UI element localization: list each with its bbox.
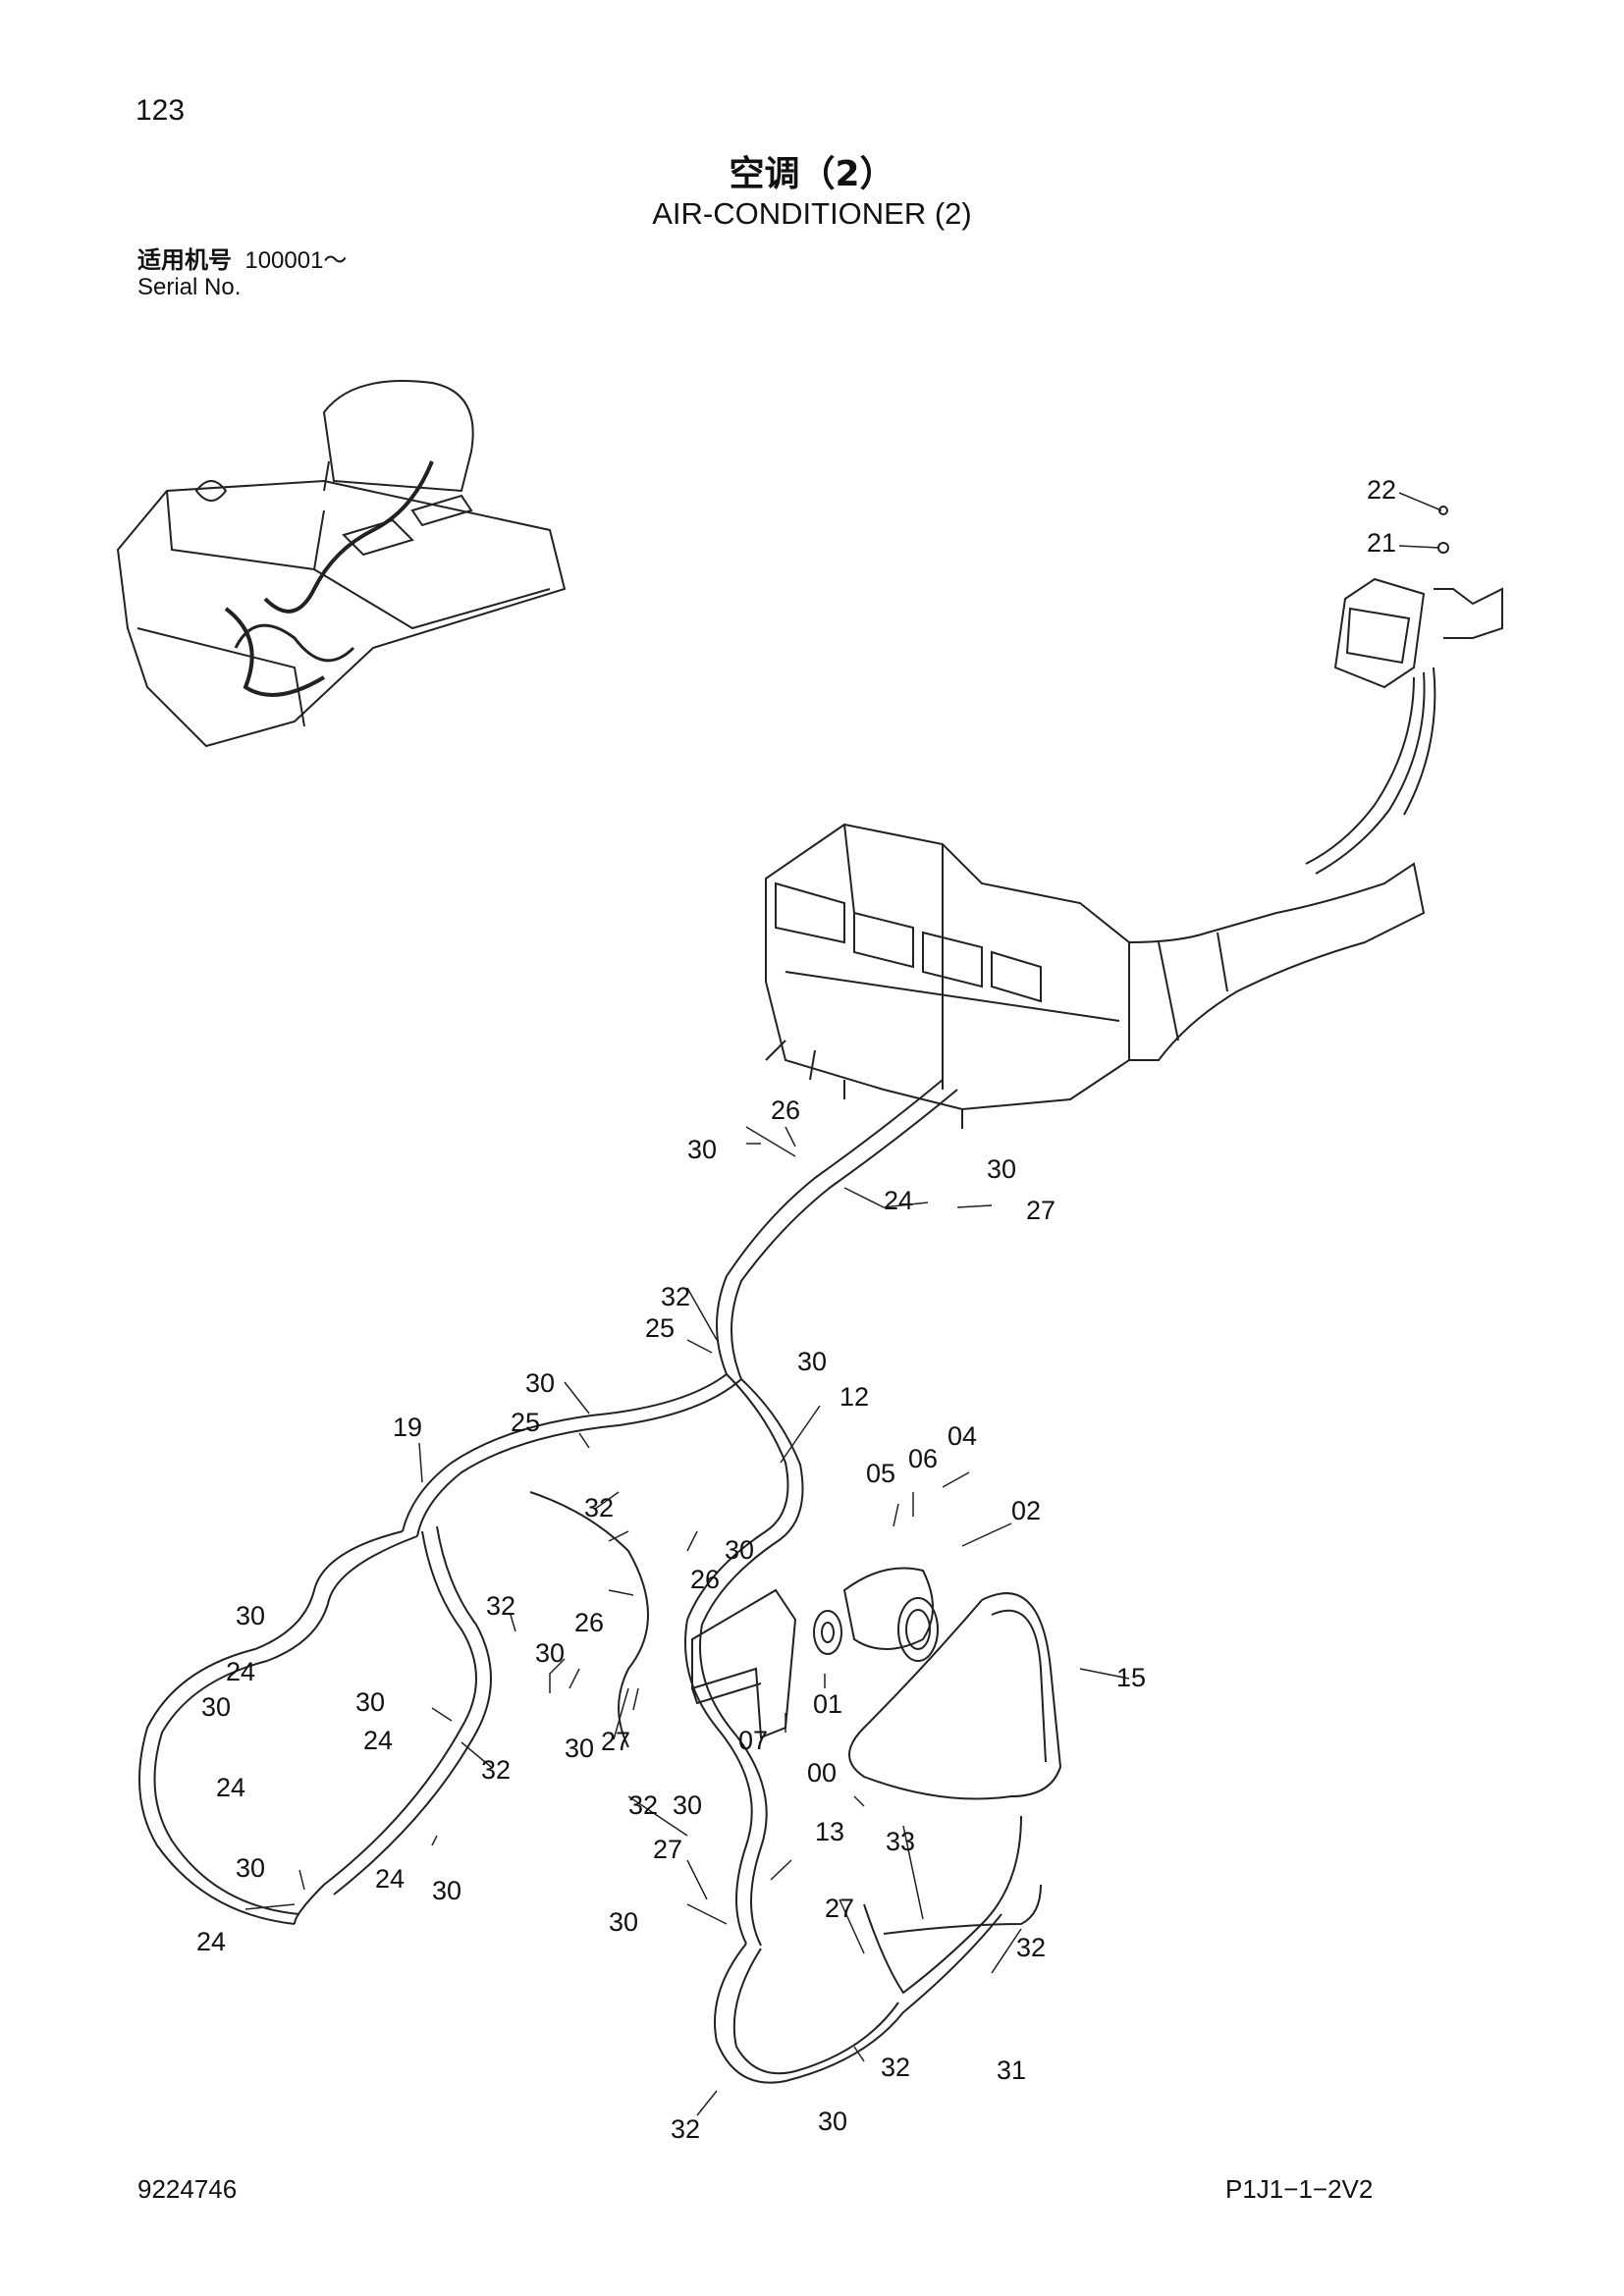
serial-label-chinese: 适用机号 — [137, 246, 232, 274]
callout-30: 30 — [565, 1734, 594, 1763]
callout-22: 22 — [1367, 475, 1396, 505]
document-number: 9224746 — [137, 2174, 238, 2204]
callout-32: 32 — [671, 2114, 700, 2144]
serial-block: 适用机号 100001～ Serial No. — [137, 246, 348, 301]
callout-30: 30 — [432, 1876, 461, 1905]
callout-21: 21 — [1367, 528, 1396, 558]
callout-30: 30 — [987, 1154, 1016, 1184]
callout-30: 30 — [797, 1347, 827, 1376]
callout-32: 32 — [628, 1790, 658, 1820]
callout-07: 07 — [738, 1726, 768, 1755]
serial-range: 100001～ — [244, 247, 348, 274]
callout-32: 32 — [584, 1493, 614, 1522]
callout-13: 13 — [815, 1817, 844, 1846]
callout-05: 05 — [866, 1459, 895, 1488]
callout-24: 24 — [884, 1186, 913, 1215]
callout-24: 24 — [216, 1773, 245, 1802]
callout-15: 15 — [1116, 1663, 1146, 1692]
control-panel-view — [1305, 506, 1503, 875]
air-conditioner-unit — [765, 823, 1426, 1129]
callout-26: 26 — [771, 1095, 800, 1125]
callout-24: 24 — [363, 1726, 393, 1755]
callout-27: 27 — [1026, 1196, 1056, 1225]
callout-00: 00 — [807, 1758, 837, 1788]
callout-01: 01 — [813, 1689, 842, 1719]
callout-31: 31 — [997, 2056, 1026, 2085]
callout-30: 30 — [609, 1907, 638, 1937]
callout-27: 27 — [653, 1835, 682, 1864]
serial-label-english: Serial No. — [137, 274, 242, 300]
callout-30: 30 — [725, 1535, 754, 1565]
callout-32: 32 — [486, 1591, 515, 1621]
callout-12: 12 — [839, 1382, 869, 1412]
callout-26: 26 — [690, 1565, 720, 1594]
title-english: AIR-CONDITIONER (2) — [652, 196, 972, 231]
compressor-group — [691, 1567, 1062, 1800]
callout-30: 30 — [687, 1135, 717, 1164]
machine-locator-view — [116, 380, 567, 748]
callout-04: 04 — [947, 1421, 977, 1451]
callout-32: 32 — [881, 2053, 910, 2082]
callout-26: 26 — [574, 1608, 604, 1637]
drawing-number: P1J1−1−2V2 — [1225, 2174, 1374, 2204]
callout-19: 19 — [393, 1413, 422, 1442]
page-number: 123 — [135, 94, 186, 127]
callout-24: 24 — [196, 1927, 226, 1956]
callout-30: 30 — [535, 1638, 565, 1668]
callout-25: 25 — [511, 1408, 540, 1437]
callout-32: 32 — [1016, 1933, 1046, 1962]
callout-32: 32 — [481, 1755, 511, 1785]
hose-harness — [138, 1079, 1042, 2084]
callout-30: 30 — [355, 1687, 385, 1717]
callout-30: 30 — [236, 1601, 265, 1630]
callout-33: 33 — [886, 1827, 915, 1856]
callout-27: 27 — [601, 1727, 630, 1756]
callout-labels: 22 21 26 30 30 24 27 32 25 30 30 25 12 1… — [196, 475, 1396, 2144]
callout-30: 30 — [236, 1853, 265, 1883]
title-chinese: 空调（2） — [729, 154, 895, 194]
callout-02: 02 — [1011, 1496, 1041, 1525]
callout-06: 06 — [908, 1444, 938, 1473]
callout-25: 25 — [645, 1313, 675, 1343]
callout-30: 30 — [525, 1368, 555, 1398]
leader-lines — [244, 492, 1442, 2116]
callout-30: 30 — [818, 2107, 847, 2136]
callout-24: 24 — [226, 1657, 255, 1686]
callout-30: 30 — [673, 1790, 702, 1820]
callout-32: 32 — [661, 1282, 690, 1311]
callout-30: 30 — [201, 1692, 231, 1722]
callout-27: 27 — [825, 1894, 854, 1923]
callout-24: 24 — [375, 1864, 405, 1894]
